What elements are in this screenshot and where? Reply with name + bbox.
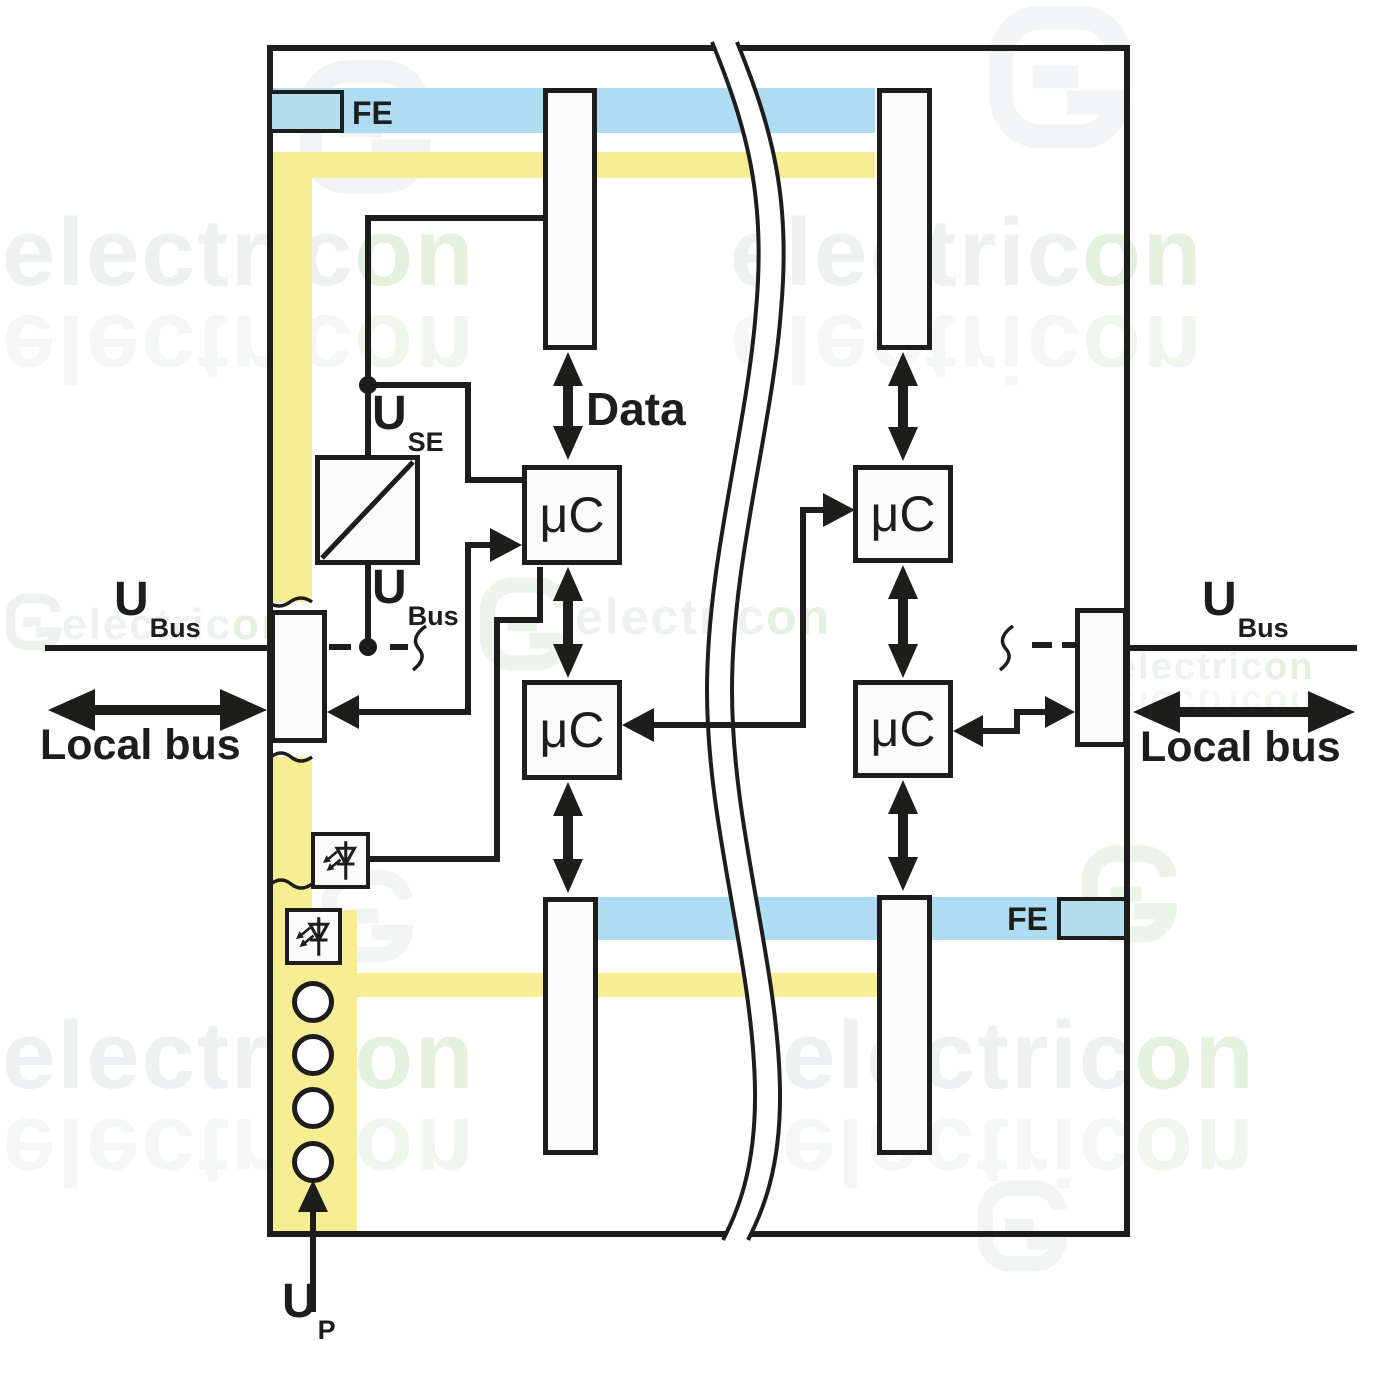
bus-connector-top-right xyxy=(877,88,932,350)
local-bus-connector-right xyxy=(1075,608,1128,747)
local-bus-arrow-right xyxy=(1133,691,1355,733)
fe-label-top: FE xyxy=(352,95,393,131)
ubus-label-left: UBus xyxy=(114,573,201,643)
up-label: UP xyxy=(282,1275,336,1345)
watermark-logo-icon xyxy=(989,6,1132,148)
uc-label: μC xyxy=(539,702,605,758)
ubus-dashed-right xyxy=(998,624,1075,672)
watermark-logo-icon xyxy=(6,593,62,651)
data-arrow-right xyxy=(888,352,918,461)
uc-label: μC xyxy=(539,487,605,543)
watermark-logo-icon xyxy=(978,1180,1068,1272)
fe-rail-bottom xyxy=(598,897,1130,940)
use-supply-wire xyxy=(359,215,543,656)
optocoupler-wire xyxy=(370,567,543,862)
bus-connector-top-left xyxy=(543,88,597,350)
uc-box-left-bottom: μC xyxy=(522,680,622,780)
local-bus-label-left: Local bus xyxy=(40,721,241,769)
power-rail-left-upper xyxy=(267,152,312,602)
data-label: Data xyxy=(586,383,686,435)
bus-connector-bottom-left xyxy=(543,897,598,1155)
uc-connector-arrow-left xyxy=(553,782,583,893)
uc-box-left-top: μC xyxy=(522,465,622,565)
local-bus-connector-left xyxy=(270,610,327,743)
ubus-label-right: UBus xyxy=(1202,573,1289,643)
connector-uc-link-left xyxy=(327,528,522,729)
uc-uc-arrow-left xyxy=(553,567,583,678)
local-bus-arrow-left xyxy=(48,689,267,731)
intermodule-link xyxy=(622,493,855,742)
uc-label: μC xyxy=(870,486,936,542)
fe-terminal-bottom-right xyxy=(1057,897,1128,940)
fe-terminal-top-left xyxy=(268,90,344,133)
local-bus-label-right: Local bus xyxy=(1140,723,1341,771)
uc-uc-arrow-right xyxy=(888,565,918,678)
led-indicator xyxy=(292,981,334,1023)
watermark-text: electricon xyxy=(782,1002,1256,1109)
uc-label: μC xyxy=(870,701,936,757)
rail-tear-marks xyxy=(266,596,314,890)
uc-connector-arrow-right xyxy=(888,780,918,891)
ubus-label-mid: UBus xyxy=(372,561,459,631)
led-indicator xyxy=(292,1141,334,1183)
uc-box-right-top: μC xyxy=(853,465,953,563)
optocoupler-icon xyxy=(285,908,342,965)
led-indicator xyxy=(292,1034,334,1076)
led-indicator xyxy=(292,1087,334,1129)
dc-dc-converter-icon xyxy=(315,455,420,565)
connector-uc-link-right xyxy=(953,696,1075,747)
up-supply-arrow xyxy=(298,1180,328,1312)
bus-connector-bottom-right xyxy=(877,895,932,1155)
use-label: USE xyxy=(372,387,444,457)
watermark-text: electricon xyxy=(1115,646,1315,688)
data-arrow-left xyxy=(553,352,583,460)
fe-label-bottom: FE xyxy=(1007,901,1048,937)
power-rail-bottom xyxy=(357,973,877,997)
optocoupler-icon xyxy=(311,832,370,889)
ubus-dashed-left xyxy=(329,624,428,672)
uc-box-right-bottom: μC xyxy=(853,680,953,778)
